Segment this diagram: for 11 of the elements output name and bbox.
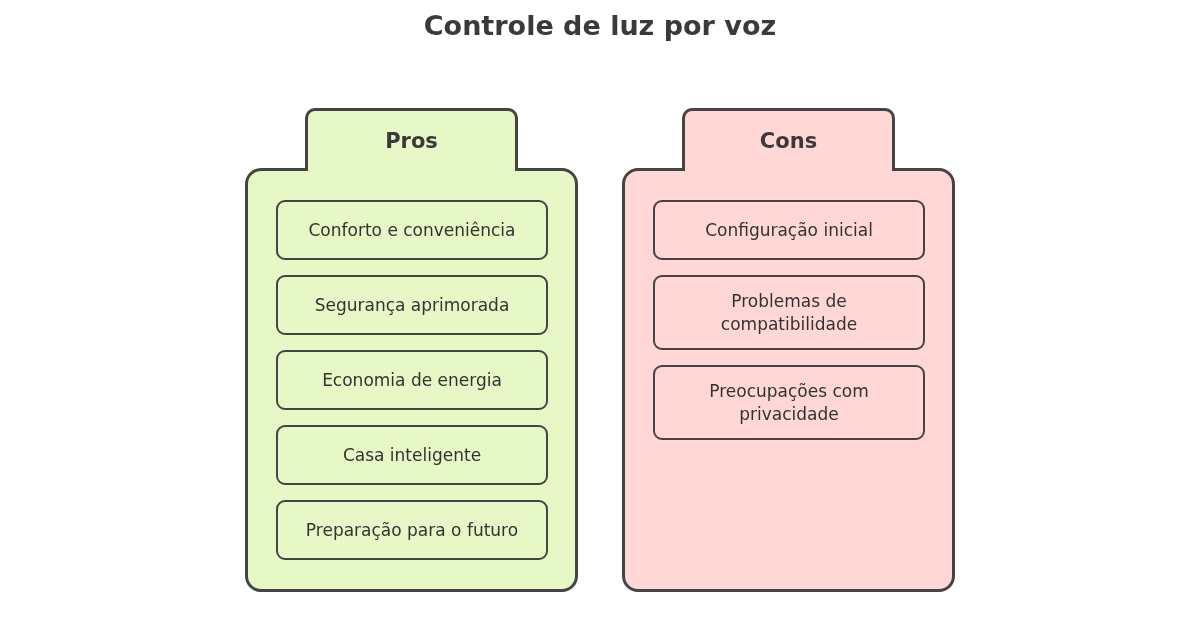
list-item: Economia de energia	[276, 350, 548, 410]
list-item: Problemas de compatibilidade	[653, 275, 925, 350]
list-item: Preparação para o futuro	[276, 500, 548, 560]
heading-tab: Pros	[305, 108, 518, 171]
list-item: Configuração inicial	[653, 200, 925, 260]
list-item: Casa inteligente	[276, 425, 548, 485]
diagram-title: Controle de luz por voz	[422, 10, 778, 41]
list-item: Conforto e conveniência	[276, 200, 548, 260]
list-item: Segurança aprimorada	[276, 275, 548, 335]
list-item: Preocupações com privacidade	[653, 365, 925, 440]
heading-tab: Cons	[682, 108, 895, 171]
